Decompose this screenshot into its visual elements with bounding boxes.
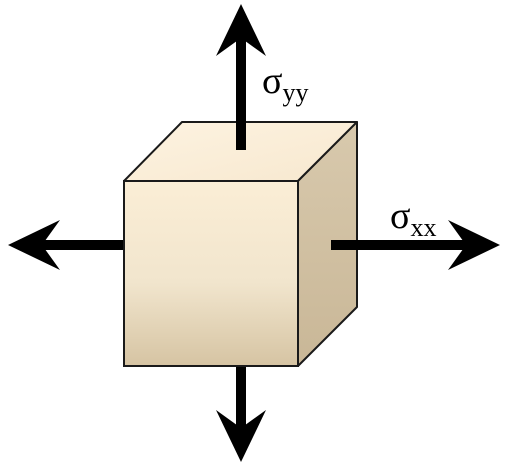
sigma-yy-symbol: σ — [262, 60, 282, 102]
arrow-up — [216, 4, 266, 150]
sigma-xx-symbol: σ — [390, 195, 410, 237]
sigma-xx-label: σxx — [390, 195, 436, 242]
arrow-right — [331, 220, 500, 270]
cube-front-face — [123, 180, 299, 367]
sigma-xx-subscript: xx — [410, 213, 436, 242]
arrow-left — [8, 220, 124, 270]
arrow-down — [216, 366, 266, 462]
sigma-yy-label: σyy — [262, 60, 308, 107]
cube — [123, 121, 358, 367]
sigma-yy-subscript: yy — [282, 78, 308, 107]
